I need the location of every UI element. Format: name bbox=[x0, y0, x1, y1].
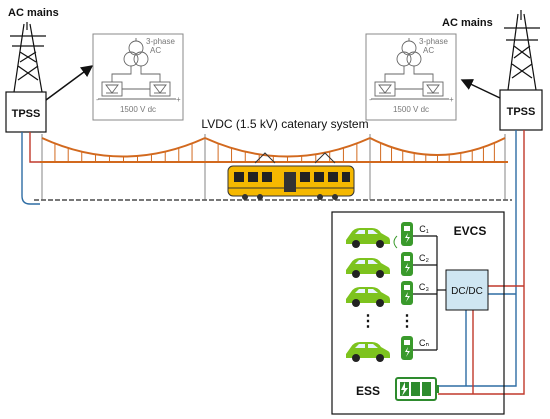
left-tpss-box bbox=[5, 91, 47, 133]
right-positive-feeder bbox=[438, 130, 525, 395]
right-phase-label-1: 3-phase bbox=[419, 37, 448, 46]
evcs-title: EVCS bbox=[454, 224, 487, 238]
right-rectifier-icon bbox=[371, 81, 449, 100]
charging-row-3: C₃ bbox=[346, 281, 437, 307]
charger-label-2: C₂ bbox=[419, 253, 429, 263]
charging-row-n: Cₙ bbox=[346, 336, 437, 362]
charger-icon bbox=[401, 336, 413, 360]
right-rectifier-inset: 3-phase AC - + 1500 V dc bbox=[365, 33, 457, 121]
catenary-system bbox=[40, 134, 508, 200]
evcs-boundary bbox=[331, 211, 505, 415]
ev-car-icon bbox=[346, 228, 390, 248]
right-phase-label-2: AC bbox=[423, 46, 434, 55]
left-tpss-label: TPSS bbox=[12, 108, 41, 120]
right-ac-mains: AC mains TPSS bbox=[442, 10, 543, 131]
left-rectifier-inset: 3-phase AC - + 1500 V dc bbox=[92, 33, 184, 121]
right-minus-sign: - bbox=[369, 95, 372, 104]
right-inset-arrow bbox=[460, 79, 501, 99]
right-pylon-icon bbox=[504, 10, 540, 91]
charger-label-n: Cₙ bbox=[419, 338, 429, 348]
charger-label-1: C₁ bbox=[419, 224, 429, 234]
left-positive-feeder bbox=[29, 132, 40, 163]
car-ellipsis: ⋮ bbox=[360, 313, 376, 330]
catenary-droppers bbox=[54, 142, 495, 162]
charger-icon bbox=[401, 252, 413, 276]
left-phase-label-2: AC bbox=[150, 46, 161, 55]
left-minus-sign: - bbox=[96, 95, 99, 104]
tram-icon bbox=[227, 152, 355, 200]
left-rectifier-icon bbox=[98, 81, 176, 100]
charger-icon bbox=[393, 222, 413, 249]
charger-ellipsis: ⋮ bbox=[399, 313, 415, 330]
right-dc-label: 1500 V dc bbox=[393, 105, 429, 114]
charger-label-3: C₃ bbox=[419, 282, 429, 292]
dcdc-converter-box bbox=[445, 269, 489, 311]
ess-label: ESS bbox=[356, 384, 380, 398]
feeder-cables bbox=[21, 130, 525, 395]
ev-car-icon bbox=[346, 287, 390, 307]
evcs-station: EVCS DC/DC C₁ bbox=[331, 211, 505, 415]
right-transformer-icon bbox=[384, 38, 434, 82]
catenary-label: LVDC (1.5 kV) catenary system bbox=[201, 117, 368, 131]
charging-row-1: C₁ bbox=[346, 222, 437, 249]
right-negative-feeder bbox=[438, 130, 517, 387]
messenger-wire-span-1 bbox=[41, 137, 206, 158]
right-tpss-box bbox=[499, 89, 543, 131]
ev-car-icon bbox=[346, 258, 390, 278]
ev-car-icon bbox=[346, 342, 390, 362]
left-plus-sign: + bbox=[176, 95, 181, 104]
left-pylon-icon bbox=[10, 22, 46, 93]
right-ac-mains-label: AC mains bbox=[442, 17, 493, 29]
right-plus-sign: + bbox=[449, 95, 454, 104]
charger-icon bbox=[401, 281, 413, 305]
left-dc-label: 1500 V dc bbox=[120, 105, 156, 114]
messenger-wire-span-2 bbox=[204, 137, 371, 158]
messenger-wire-span-3 bbox=[369, 137, 506, 156]
left-ac-mains: AC mains TPSS bbox=[5, 7, 94, 133]
left-phase-label-1: 3-phase bbox=[146, 37, 175, 46]
right-tpss-label: TPSS bbox=[507, 106, 536, 118]
battery-icon bbox=[395, 377, 439, 401]
left-negative-feeder bbox=[21, 132, 40, 205]
left-inset-arrow bbox=[45, 65, 94, 101]
dcdc-converter-label: DC/DC bbox=[451, 286, 483, 297]
left-ac-mains-label: AC mains bbox=[8, 7, 59, 19]
left-transformer-icon bbox=[111, 38, 161, 82]
charging-row-2: C₂ bbox=[346, 252, 437, 278]
